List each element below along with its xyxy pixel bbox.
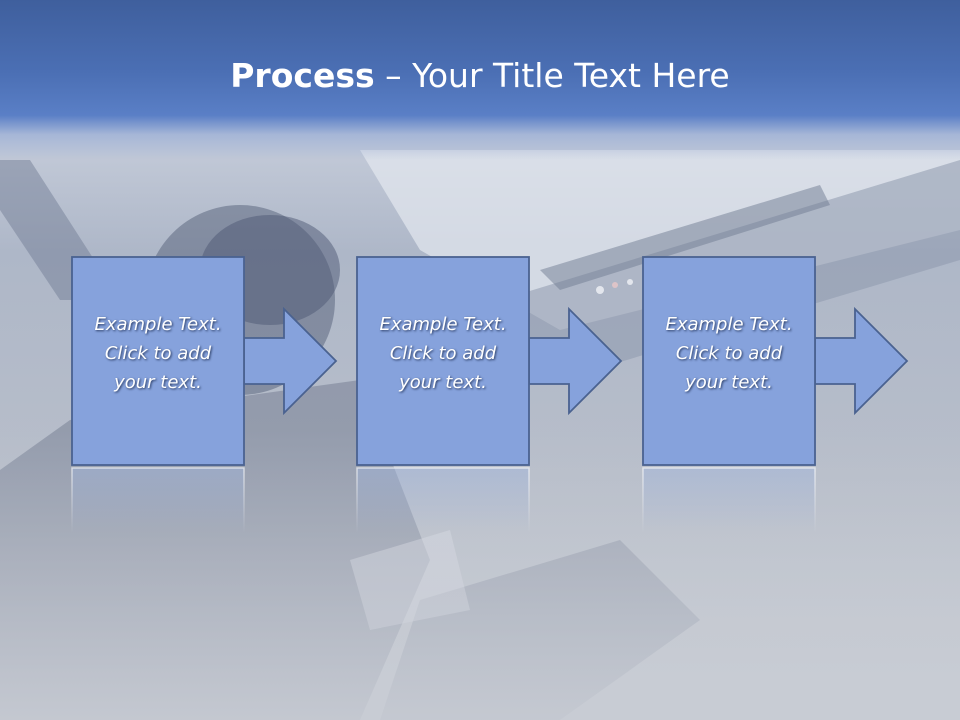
- process-step-3[interactable]: [642, 256, 909, 534]
- step-2-reflection: [356, 467, 530, 534]
- process-step-2[interactable]: [356, 256, 623, 534]
- step-3-arrow-icon: [814, 306, 909, 416]
- step-3-reflection: [642, 467, 816, 534]
- step-2-arrow-icon: [528, 306, 623, 416]
- step-1-box: [71, 256, 245, 466]
- step-2-box: [356, 256, 530, 466]
- step-2-text[interactable]: Example Text. Click to add your text.: [379, 314, 507, 393]
- process-step-1[interactable]: [71, 256, 338, 534]
- title-rest-part: – Your Title Text Here: [374, 56, 730, 95]
- title-band: [0, 0, 960, 160]
- title-bold-part: Process: [230, 56, 375, 95]
- step-3-box: [642, 256, 816, 466]
- slide-title[interactable]: Process – Your Title Text Here: [0, 54, 960, 98]
- step-1-arrow-icon: [243, 306, 338, 416]
- step-1-reflection: [71, 467, 245, 534]
- step-1-text[interactable]: Example Text. Click to add your text.: [94, 314, 222, 393]
- step-3-text[interactable]: Example Text. Click to add your text.: [665, 314, 793, 393]
